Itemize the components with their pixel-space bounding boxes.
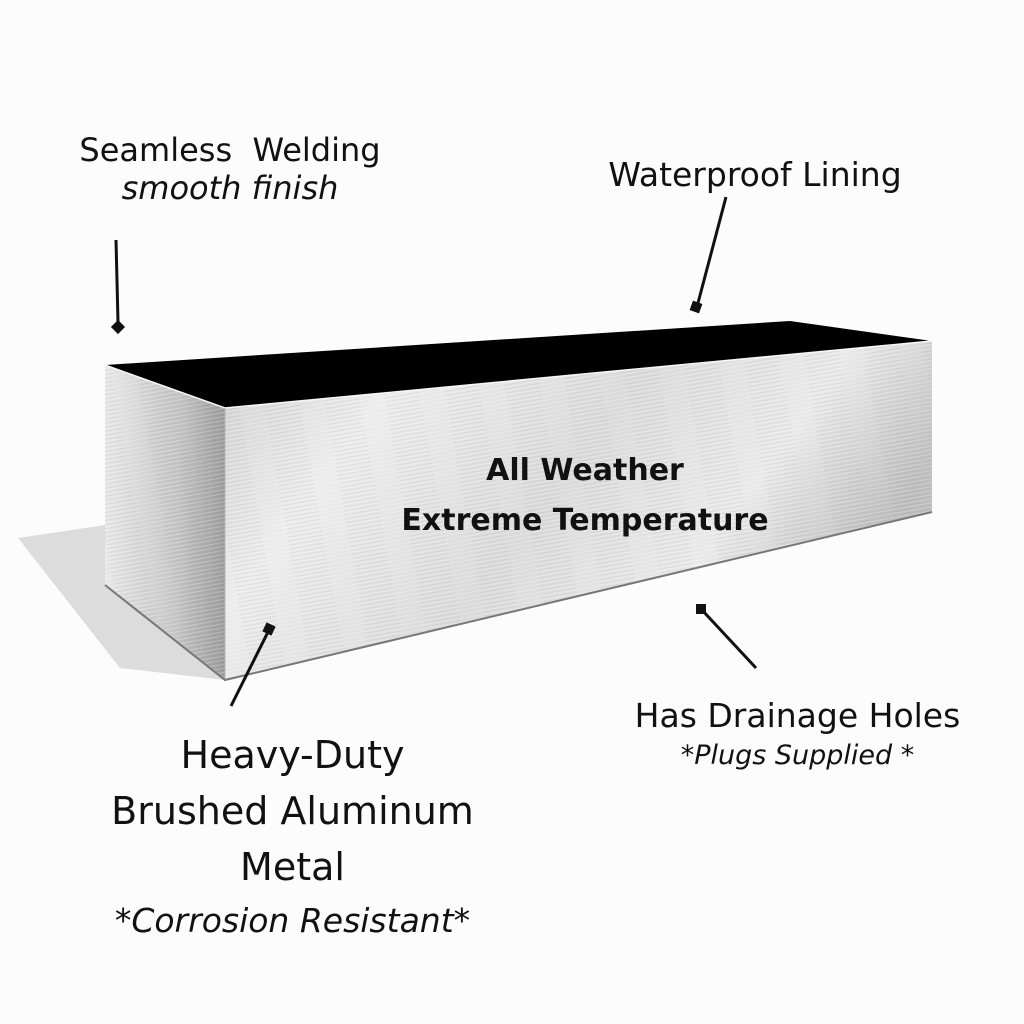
welding-callout-leader (110, 239, 126, 335)
drainage-label: Has Drainage Holes *Plugs Supplied * (610, 696, 985, 772)
material-callout-leader (229, 622, 276, 707)
lining-callout-leader (689, 196, 728, 314)
material-line-3: Metal (240, 845, 345, 890)
material-subtitle: *Corrosion Resistant* (114, 900, 471, 940)
weather-line-2: Extreme Temperature (401, 503, 769, 539)
welding-subtitle: smooth finish (121, 169, 339, 208)
lining-label: Waterproof Lining (580, 155, 930, 195)
planter-interior (105, 321, 932, 408)
material-label: Heavy-Duty Brushed Aluminum Metal *Corro… (70, 727, 515, 945)
lining-title: Waterproof Lining (608, 155, 902, 194)
welding-title: Seamless Welding (79, 131, 381, 169)
drainage-title: Has Drainage Holes (634, 696, 961, 735)
drainage-callout-leader (696, 604, 758, 670)
weather-label: All Weather Extreme Temperature (380, 446, 790, 546)
weather-line-1: All Weather (486, 453, 684, 488)
material-line-1: Heavy-Duty (180, 733, 405, 777)
material-line-2: Brushed Aluminum (111, 789, 474, 834)
drainage-subtitle: *Plugs Supplied * (680, 739, 915, 771)
welding-label: Seamless Welding smooth finish (40, 131, 420, 208)
ground-shadow (18, 525, 225, 680)
